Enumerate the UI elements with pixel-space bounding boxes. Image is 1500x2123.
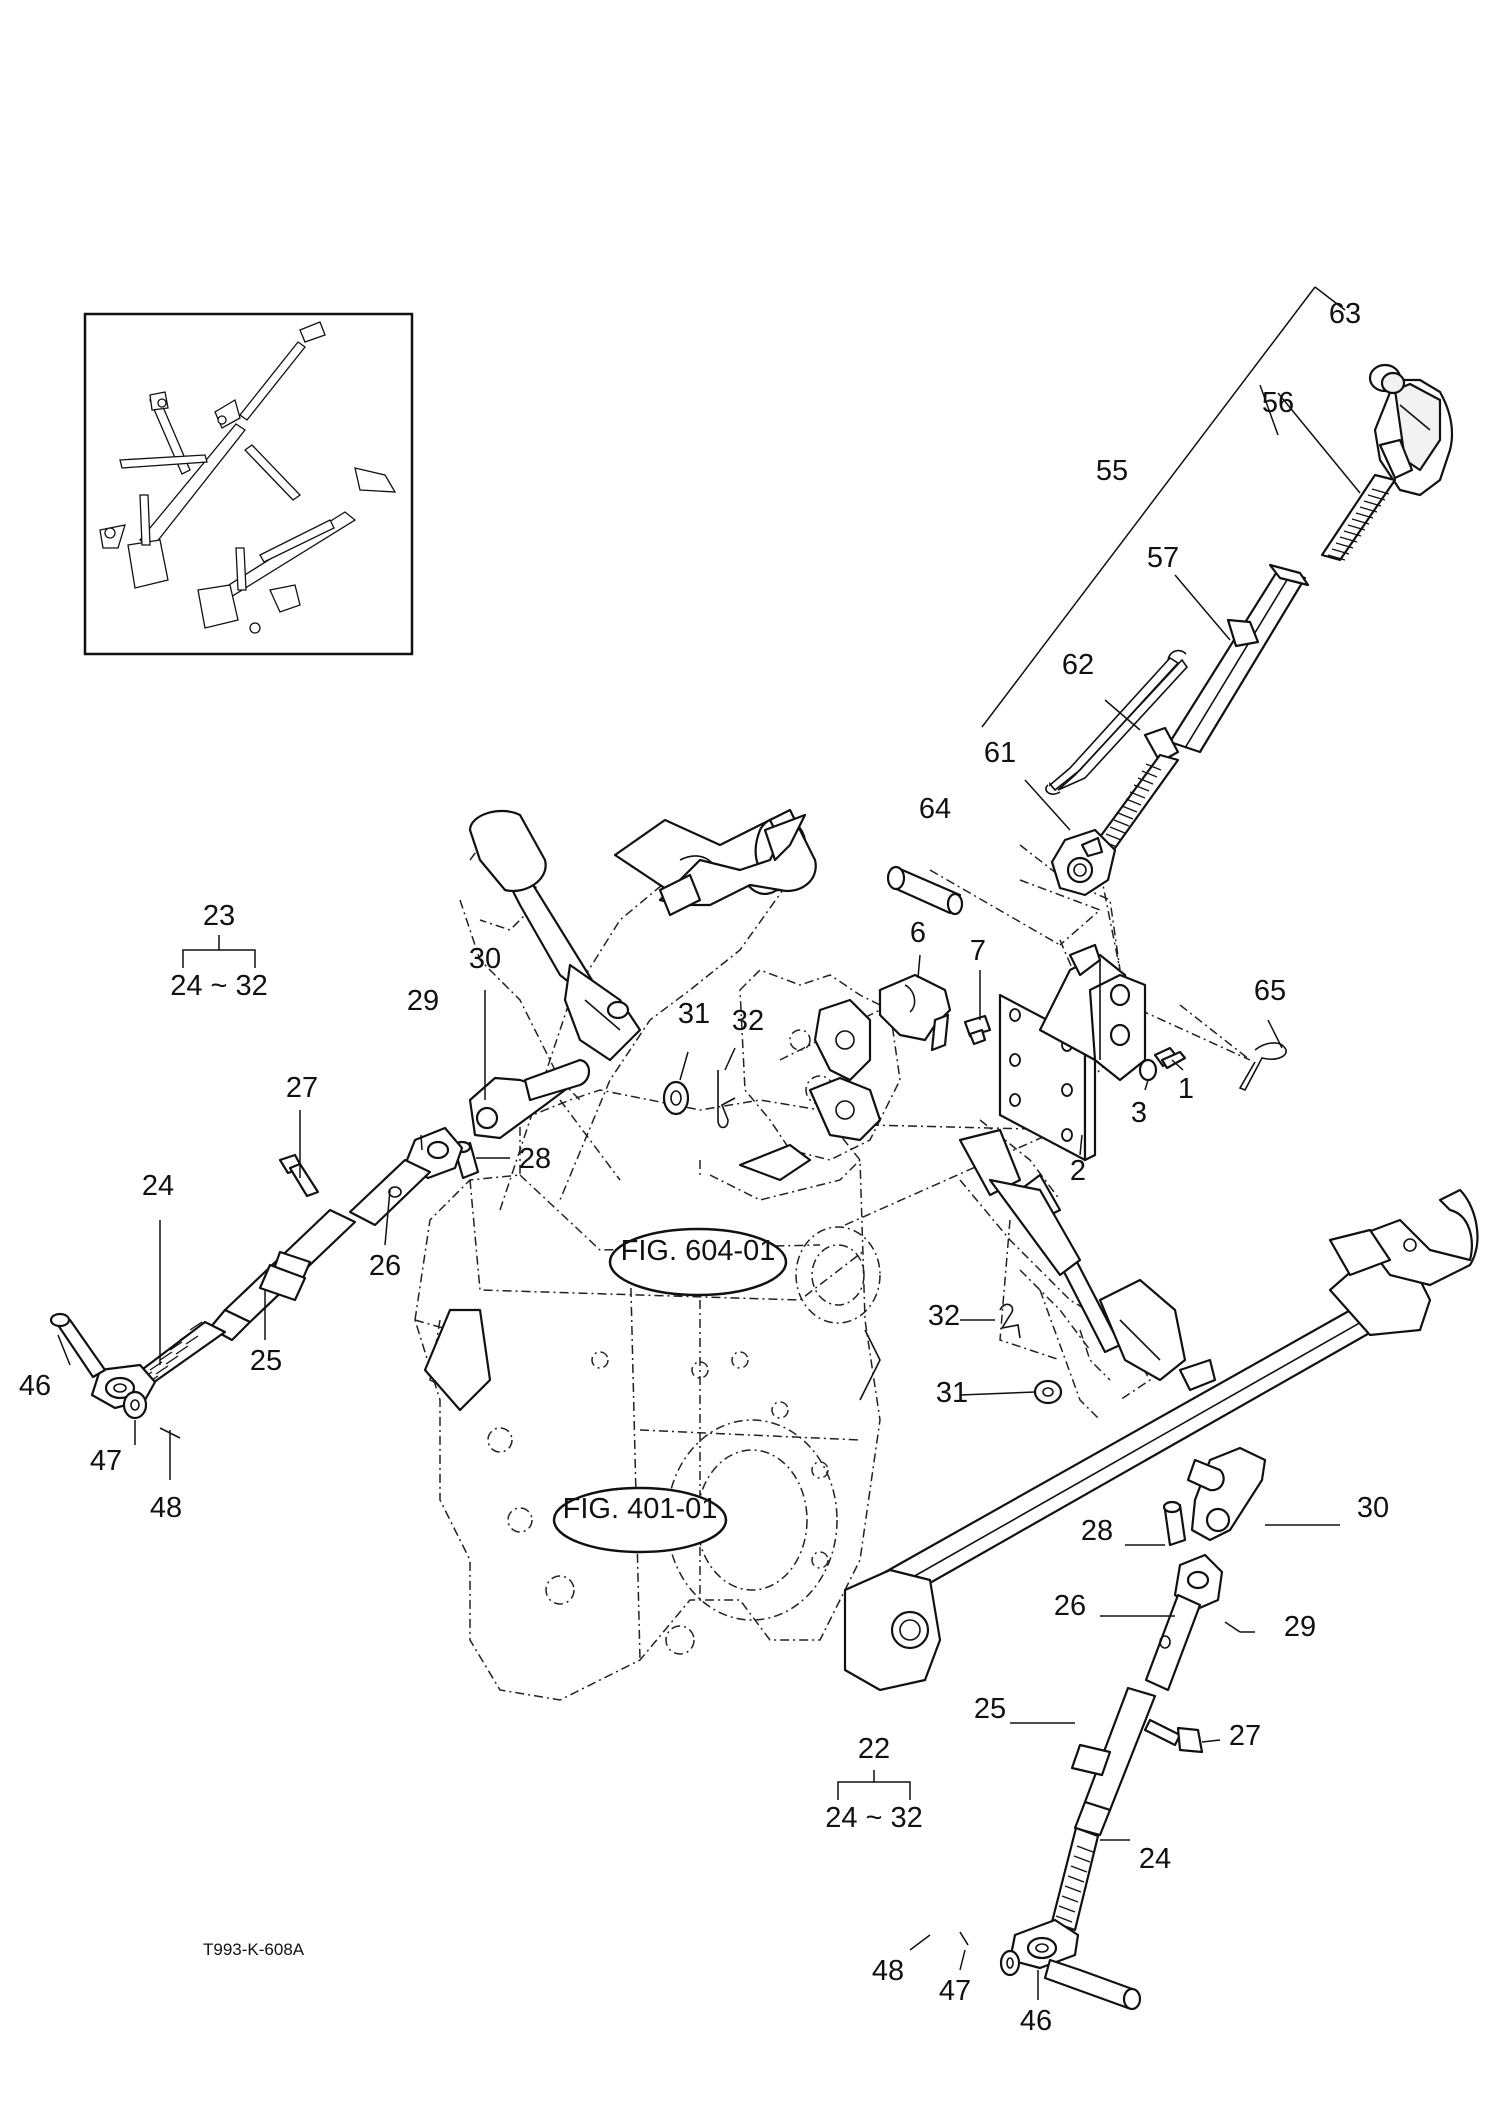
right-lift-rod-assembly bbox=[959, 1303, 1267, 2011]
callout-26-right: 26 bbox=[1054, 1590, 1086, 1622]
callout-65: 65 bbox=[1254, 975, 1286, 1007]
callout-7: 7 bbox=[970, 935, 986, 967]
callout-32-left: 32 bbox=[732, 1005, 764, 1037]
callout-28-right: 28 bbox=[1081, 1515, 1113, 1547]
drawing-code: T993-K-608A bbox=[203, 1940, 305, 1959]
callout-46-right: 46 bbox=[1020, 2005, 1052, 2037]
callout-22-range: 24 ~ 32 bbox=[825, 1802, 923, 1834]
callout-62: 62 bbox=[1062, 649, 1094, 681]
callout-26-left: 26 bbox=[369, 1250, 401, 1282]
fig-604-01-ref[interactable]: FIG. 604-01 bbox=[608, 1227, 788, 1297]
callout-48-right: 48 bbox=[872, 1955, 904, 1987]
callout-47-right: 47 bbox=[939, 1975, 971, 2007]
callout-47-left: 47 bbox=[90, 1445, 122, 1477]
callout-63: 63 bbox=[1329, 298, 1361, 330]
callout-57: 57 bbox=[1147, 542, 1179, 574]
callout-31-left: 31 bbox=[678, 998, 710, 1030]
callout-27-right: 27 bbox=[1229, 1720, 1261, 1752]
callout-46-left: 46 bbox=[19, 1370, 51, 1402]
top-link-bracket bbox=[738, 865, 1287, 1182]
callout-56: 56 bbox=[1262, 387, 1294, 419]
housing-outline bbox=[414, 818, 1251, 1701]
callout-23: 23 bbox=[203, 900, 235, 932]
callout-25-left: 25 bbox=[250, 1345, 282, 1377]
callout-29-left: 29 bbox=[407, 985, 439, 1017]
callout-30-right: 30 bbox=[1357, 1492, 1389, 1524]
callout-2: 2 bbox=[1070, 1155, 1086, 1187]
callout-labels: 63 56 55 57 62 61 64 6 7 65 1 3 2 23 24 … bbox=[19, 298, 1389, 2037]
leader-lines bbox=[57, 392, 1361, 2000]
right-lower-link bbox=[423, 1128, 1479, 1692]
callout-48-left: 48 bbox=[150, 1492, 182, 1524]
callout-25-right: 25 bbox=[974, 1693, 1006, 1725]
callout-22: 22 bbox=[858, 1733, 890, 1765]
callout-23-range: 24 ~ 32 bbox=[170, 970, 268, 1002]
callout-61: 61 bbox=[984, 737, 1016, 769]
fig-401-01-ref[interactable]: FIG. 401-01 bbox=[552, 1486, 728, 1554]
callout-24-left: 24 bbox=[142, 1170, 174, 1202]
callout-30-left: 30 bbox=[469, 943, 501, 975]
top-link-assembly bbox=[981, 286, 1454, 897]
callout-31-right: 31 bbox=[936, 1377, 968, 1409]
callout-3: 3 bbox=[1131, 1097, 1147, 1129]
callout-32-right: 32 bbox=[928, 1300, 960, 1332]
callout-64: 64 bbox=[919, 793, 951, 825]
overview-inset bbox=[83, 312, 414, 656]
fig-604-01-label: FIG. 604-01 bbox=[621, 1235, 776, 1267]
fig-401-01-label: FIG. 401-01 bbox=[563, 1493, 718, 1525]
callout-55: 55 bbox=[1096, 455, 1128, 487]
left-lift-rod-assembly bbox=[49, 1058, 736, 1439]
callout-1: 1 bbox=[1178, 1073, 1194, 1105]
callout-24-right: 24 bbox=[1139, 1843, 1171, 1875]
callout-6: 6 bbox=[910, 917, 926, 949]
callout-27-left: 27 bbox=[286, 1072, 318, 1104]
left-hook-frame bbox=[658, 808, 817, 917]
callout-28-left: 28 bbox=[519, 1143, 551, 1175]
callout-29-right: 29 bbox=[1284, 1611, 1316, 1643]
